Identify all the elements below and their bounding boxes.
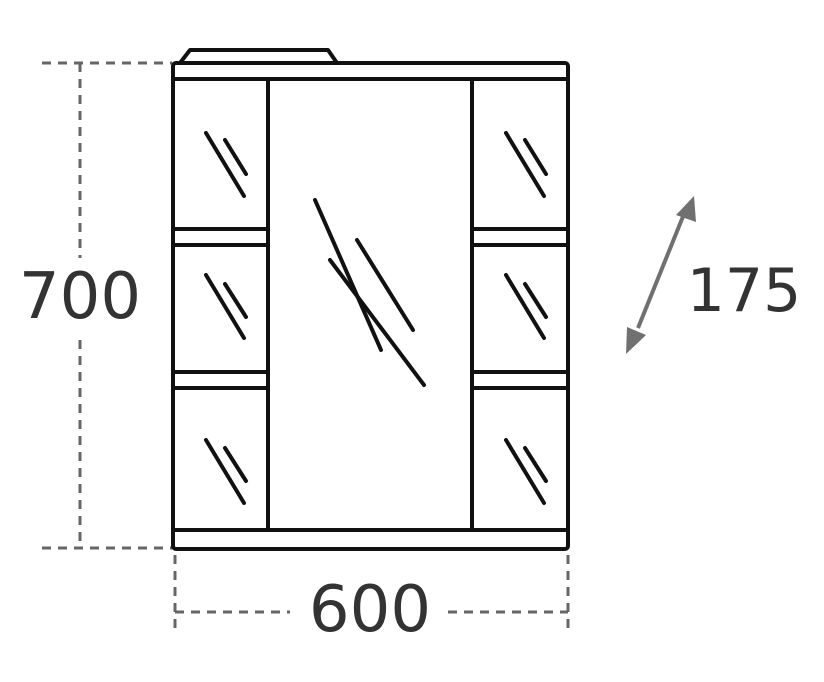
reflection-left-top <box>204 131 248 198</box>
reflection-center <box>313 198 426 387</box>
reflection-left-middle <box>204 273 248 340</box>
reflection-right-bottom <box>504 438 548 505</box>
reflection-right-middle <box>504 273 548 340</box>
depth-arrow-head-top <box>676 196 696 222</box>
width-label: 600 <box>309 573 431 647</box>
depth-label: 175 <box>687 256 802 326</box>
depth-dimension: 175 <box>626 196 801 354</box>
reflection-right-top <box>504 131 548 198</box>
reflection-left-bottom <box>204 438 248 505</box>
cabinet-frame <box>171 61 570 551</box>
height-label: 700 <box>19 260 141 334</box>
cabinet <box>171 48 570 551</box>
height-dimension: 700 <box>19 61 172 550</box>
width-dimension: 600 <box>173 555 570 647</box>
center-mirror-door <box>266 77 474 532</box>
depth-arrow-head-bottom <box>626 327 646 354</box>
depth-arrow <box>636 213 686 329</box>
mirror-reflections <box>204 131 548 505</box>
